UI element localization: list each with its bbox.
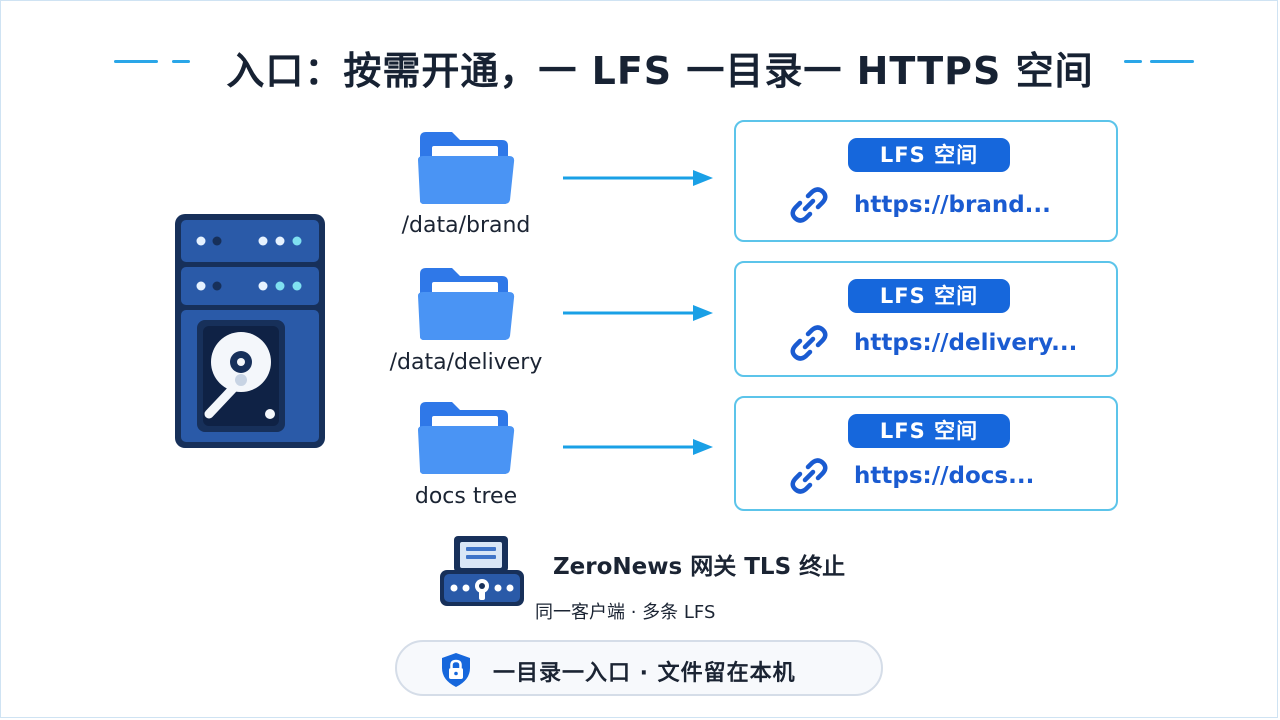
folder-label: docs tree — [414, 484, 518, 509]
folder-label: /data/delivery — [389, 350, 543, 375]
link-chain-icon — [788, 455, 830, 501]
arrow-to-lfs-docs — [563, 437, 715, 457]
lfs-badge: LFS 空间 — [848, 414, 1010, 448]
link-chain-icon — [788, 322, 830, 368]
gateway-title: ZeroNews 网关 TLS 终止 — [553, 554, 846, 580]
lfs-badge: LFS 空间 — [848, 138, 1010, 172]
lfs-url[interactable]: https://delivery... — [854, 330, 1078, 356]
footer-text: 一目录一入口 · 文件留在本机 — [493, 661, 796, 686]
footer-pill: 一目录一入口 · 文件留在本机 — [395, 640, 883, 696]
title-dash-right-1 — [1124, 60, 1142, 63]
gateway-icon — [438, 534, 526, 614]
lfs-card-delivery: LFS 空间 https://delivery... — [734, 261, 1118, 377]
lfs-card-docs: LFS 空间 https://docs... — [734, 396, 1118, 511]
arrow-to-lfs-delivery — [563, 303, 715, 323]
lfs-url[interactable]: https://docs... — [854, 463, 1035, 489]
server-hard-drive-icon — [175, 214, 327, 454]
title-dash-right-2 — [1150, 60, 1194, 63]
arrow-to-lfs-brand — [563, 168, 715, 188]
title-dash-left-2 — [172, 60, 190, 63]
shield-lock-icon — [439, 652, 473, 692]
folder-icon — [414, 130, 518, 206]
gateway-subtitle: 同一客户端 · 多条 LFS — [535, 602, 716, 623]
title-dash-left-1 — [114, 60, 158, 63]
title-row: 入口：按需开通，一 LFS 一目录一 HTTPS 空间 — [0, 34, 1280, 93]
folder-icon — [414, 266, 518, 342]
lfs-badge: LFS 空间 — [848, 279, 1010, 313]
link-chain-icon — [788, 184, 830, 230]
folder-label: /data/brand — [401, 213, 531, 238]
page-title: 入口：按需开通，一 LFS 一目录一 HTTPS 空间 — [226, 49, 1094, 93]
lfs-url[interactable]: https://brand... — [854, 192, 1051, 218]
folder-icon — [414, 400, 518, 476]
lfs-card-brand: LFS 空间 https://brand... — [734, 120, 1118, 242]
